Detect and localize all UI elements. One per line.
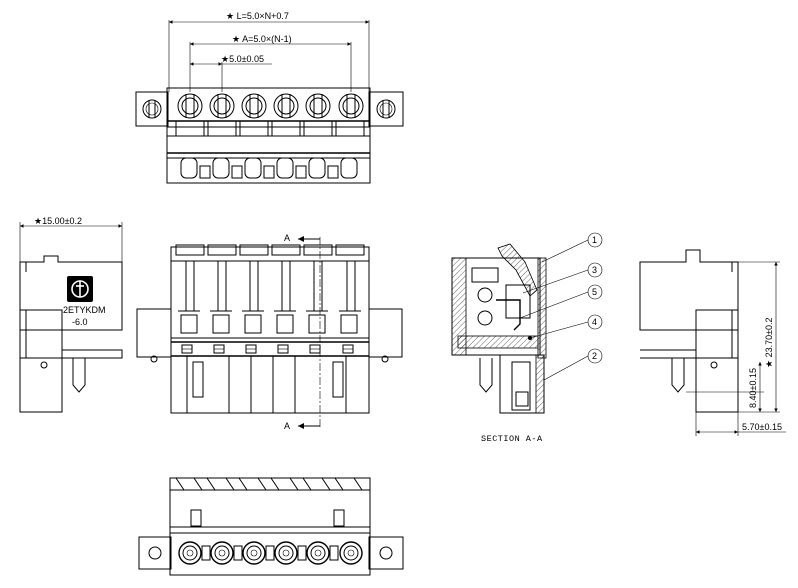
callout-2-label: 2 — [592, 351, 597, 361]
dimension-pitch: ★5.0±0.05 — [190, 54, 272, 92]
wire-entry-row — [178, 541, 363, 565]
dimension-length: ★ L=5.0×N+0.7 — [168, 11, 370, 92]
dimension-pitch-label: ★5.0±0.05 — [221, 54, 264, 64]
callout-5-label: 5 — [592, 287, 597, 297]
dimension-pitch-span-label: ★ A=5.0×(N-1) — [232, 34, 292, 44]
dimension-height-label: ★ 23.70±0.2 — [764, 317, 774, 368]
top-ridges — [175, 477, 363, 491]
dimension-depth: ★15.00±0.2 — [19, 216, 123, 262]
callout-4: 4 — [529, 314, 603, 339]
manufacturer-logo — [67, 276, 93, 302]
right-side-view: ★ 23.70±0.2 8.40±0.15 5.70±0.15 — [639, 249, 786, 436]
left-side-view: ★15.00±0.2 2ETYKDM -6.0 — [19, 216, 123, 413]
part-code-line1: 2ETYKDM — [63, 305, 106, 315]
part-code-line2: -6.0 — [72, 317, 88, 327]
dimension-pin-gap-label: 5.70±0.15 — [742, 422, 782, 432]
callout-4-label: 4 — [592, 317, 597, 327]
dimension-depth-label: ★15.00±0.2 — [34, 216, 82, 226]
callout-5: 5 — [519, 284, 603, 319]
callout-1: 1 — [541, 232, 603, 263]
dimension-pitch-span: ★ A=5.0×(N-1) — [189, 34, 352, 92]
section-a-a: 1 3 5 4 2 SECTION A-A — [451, 232, 603, 444]
dimension-pin-offset-label: 8.40±0.15 — [748, 368, 758, 408]
section-mark-top: A — [284, 233, 290, 243]
section-title: SECTION A-A — [481, 434, 543, 444]
callout-2: 2 — [543, 348, 603, 381]
dimension-height: ★ 23.70±0.2 — [738, 261, 780, 413]
bottom-view — [138, 477, 404, 576]
wire-channels — [178, 260, 361, 334]
dimension-pin-offset: 8.40±0.15 — [686, 362, 764, 412]
top-view: ★ L=5.0×N+0.7 ★ A=5.0×(N-1) ★5.0±0.05 — [135, 11, 404, 184]
callout-3: 3 — [522, 262, 603, 294]
callout-3-label: 3 — [592, 265, 597, 275]
section-mark-bottom: A — [284, 421, 290, 431]
front-view: A A — [136, 233, 403, 431]
dimension-pin-gap: 5.70±0.15 — [695, 412, 786, 436]
dimension-length-label: ★ L=5.0×N+0.7 — [226, 11, 289, 21]
pin-row-top-view — [180, 157, 358, 179]
screw-hole-row — [177, 93, 364, 119]
callout-1-label: 1 — [592, 235, 597, 245]
